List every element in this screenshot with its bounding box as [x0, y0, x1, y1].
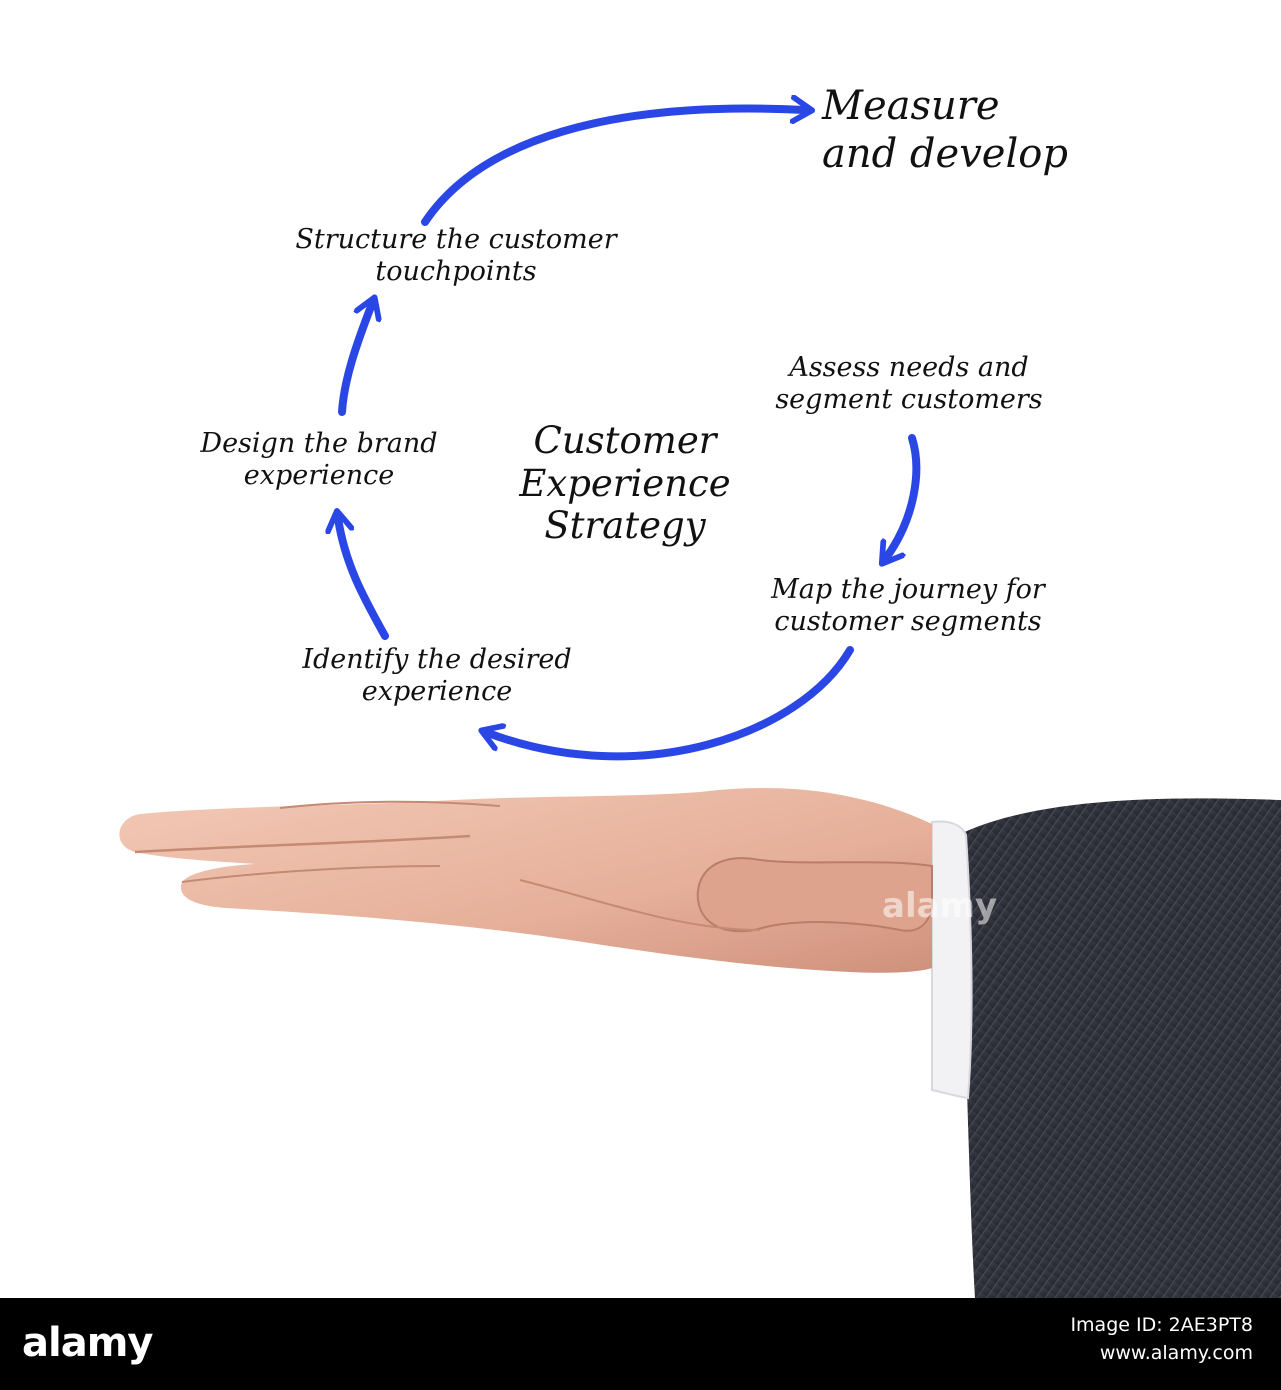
- arrow-to-structure: [338, 304, 372, 416]
- step-assess-line-1: Assess needs and: [789, 352, 1029, 383]
- center-title-line-1: Customer: [533, 419, 717, 462]
- presenting-hand: [119, 787, 1281, 1298]
- stock-footer-bar: alamy Image ID: 2AE3PT8 www.alamy.com: [0, 1298, 1281, 1390]
- step-assess-line-2: segment customers: [775, 384, 1043, 416]
- goal-line-2: and develop: [822, 131, 1068, 177]
- shirt-cuff: [931, 820, 973, 1100]
- image-id-text: Image ID: 2AE3PT8: [1070, 1314, 1253, 1336]
- site-url-text: www.alamy.com: [1099, 1342, 1253, 1364]
- goal-line-1: Measure: [822, 83, 1000, 129]
- arrow-to-map: [886, 434, 921, 558]
- step-identify-line-2: experience: [361, 676, 513, 708]
- step-structure-line-2: touchpoints: [375, 256, 537, 288]
- step-label-structure: Structure the customer touchpoints: [258, 224, 654, 289]
- step-map-line-2: customer segments: [774, 606, 1042, 638]
- cycle-arrows: [338, 108, 921, 761]
- step-identify-line-1: Identify the desired: [302, 644, 572, 675]
- thumb: [696, 857, 933, 933]
- photo-canvas: alamy Measure and develop Structure the …: [119, 0, 1281, 1298]
- step-structure-line-1: Structure the customer: [295, 224, 617, 255]
- step-label-identify: Identify the desired experience: [262, 644, 612, 709]
- center-title-line-2: Experience: [519, 461, 731, 505]
- center-title-line-3: Strategy: [544, 504, 706, 548]
- step-label-map: Map the journey for customer segments: [738, 574, 1078, 639]
- goal-label-measure-and-develop: Measure and develop: [822, 82, 1068, 178]
- brand-logo: alamy: [22, 1320, 153, 1366]
- step-map-line-1: Map the journey for: [771, 574, 1045, 605]
- step-design-line-2: experience: [243, 460, 395, 492]
- center-title: Customer Experience Strategy: [490, 419, 760, 548]
- watermark: alamy: [882, 886, 997, 926]
- image-meta: Image ID: 2AE3PT8 www.alamy.com: [1070, 1314, 1253, 1364]
- step-design-line-1: Design the brand: [200, 428, 438, 459]
- step-label-assess: Assess needs and segment customers: [744, 352, 1074, 417]
- diagram-illustration: alamy: [119, 0, 1281, 1298]
- arrow-to-identify: [488, 646, 854, 761]
- arrow-to-measure: [421, 108, 805, 226]
- arrow-to-design: [338, 518, 389, 640]
- suit-sleeve: [958, 798, 1281, 1298]
- step-label-design: Design the brand experience: [164, 428, 474, 493]
